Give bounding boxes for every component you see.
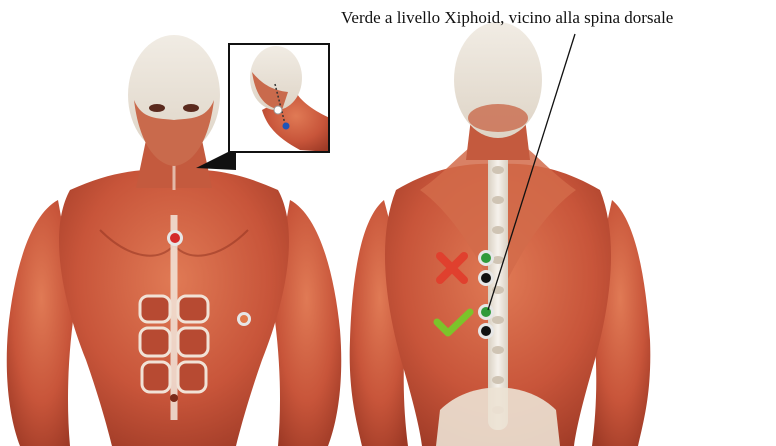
wrong-green-electrode xyxy=(481,253,491,263)
correct-green-electrode xyxy=(481,307,491,317)
inset-blue-electrode xyxy=(283,123,290,130)
correct-black-electrode xyxy=(481,326,491,336)
spine xyxy=(488,140,508,430)
front-red-electrode xyxy=(167,230,183,246)
back-figure xyxy=(350,22,651,446)
placement-caption: Verde a livello Xiphoid, vicino alla spi… xyxy=(341,8,673,28)
front-side-electrode xyxy=(237,312,251,326)
wrong-black-electrode xyxy=(481,273,491,283)
